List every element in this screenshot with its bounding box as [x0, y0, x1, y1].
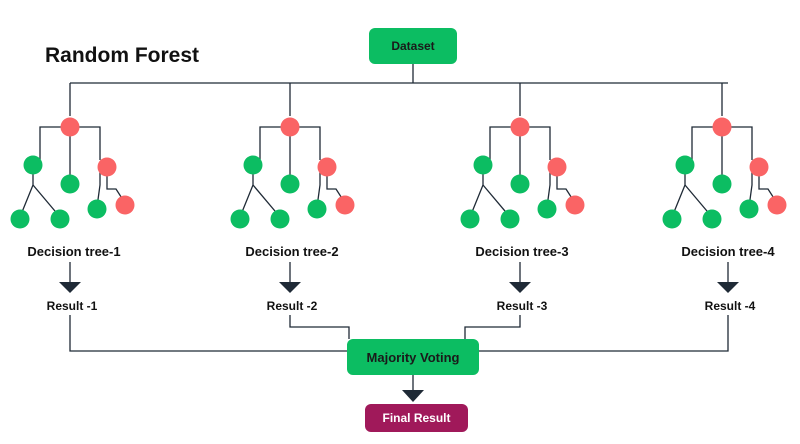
tree-4-leaf-node-7: [739, 199, 759, 219]
tree-2-edge-1: [259, 126, 286, 165]
arrow-head-3: [509, 282, 531, 293]
connector-result-1: [69, 315, 347, 352]
tree-2-edge-3: [294, 126, 321, 160]
tree-1-edge-1: [39, 126, 66, 165]
tree-1-node-3: [60, 174, 80, 194]
tree-1-node-2: [23, 155, 43, 175]
tree-4-node-2: [675, 155, 695, 175]
tree-3-node-2: [473, 155, 493, 175]
tree-1-node-4: [97, 157, 117, 177]
tree-label-2: Decision tree-2: [245, 244, 339, 259]
tree-3-leaf-node-7: [537, 199, 557, 219]
tree-2-node-2: [243, 155, 263, 175]
dataset-box: Dataset: [369, 28, 457, 64]
diagram-title: Random Forest: [45, 44, 200, 67]
final-result-box: Final Result: [365, 404, 468, 432]
tree-1-leaf-node-5: [10, 209, 30, 229]
tree-3-leaf-node-6: [500, 209, 520, 229]
tree-label-3: Decision tree-3: [475, 244, 569, 259]
tree-3-edge-3: [524, 126, 551, 160]
tree-label-1: Decision tree-1: [27, 244, 121, 259]
tree-2-node-3: [280, 174, 300, 194]
tree-2-leaf-node-8: [335, 195, 355, 215]
result-label-3: Result -3: [496, 299, 548, 313]
tree-4-leaf-node-8: [767, 195, 787, 215]
tree-3-node-3: [510, 174, 530, 194]
arrow-head-final: [402, 390, 424, 402]
connector-result-3: [464, 315, 521, 339]
tree-2-root-node-1: [280, 117, 300, 137]
tree-4-leaf-node-5: [662, 209, 682, 229]
tree-1-leaf-node-7: [87, 199, 107, 219]
connector-result-2: [289, 315, 350, 339]
tree-4-leaf-node-6: [702, 209, 722, 229]
tree-2-edge-7: [326, 167, 346, 204]
arrow-head-2: [279, 282, 301, 293]
tree-label-4: Decision tree-4: [681, 244, 775, 259]
tree-2-leaf-node-6: [270, 209, 290, 229]
tree-1-leaf-node-6: [50, 209, 70, 229]
tree-4-node-3: [712, 174, 732, 194]
tree-1-edge-3: [74, 126, 101, 160]
tree-2-leaf-node-5: [230, 209, 250, 229]
tree-2-node-4: [317, 157, 337, 177]
arrow-head-1: [59, 282, 81, 293]
tree-2-leaf-node-7: [307, 199, 327, 219]
arrow-head-4: [717, 282, 739, 293]
result-label-4: Result -4: [704, 299, 756, 313]
connector-result-4: [479, 315, 729, 352]
tree-3-leaf-node-8: [565, 195, 585, 215]
result-label-1: Result -1: [46, 299, 98, 313]
tree-1-root-node-1: [60, 117, 80, 137]
tree-3-node-4: [547, 157, 567, 177]
tree-4-node-4: [749, 157, 769, 177]
result-label-2: Result -2: [266, 299, 318, 313]
tree-3-leaf-node-5: [460, 209, 480, 229]
tree-1-leaf-node-8: [115, 195, 135, 215]
tree-4-edge-7: [758, 167, 778, 204]
tree-4-edge-3: [726, 126, 753, 160]
tree-4-root-node-1: [712, 117, 732, 137]
majority-voting-box: Majority Voting: [347, 339, 479, 375]
tree-1-edge-7: [106, 167, 126, 204]
tree-3-root-node-1: [510, 117, 530, 137]
tree-3-edge-7: [556, 167, 576, 204]
tree-4-edge-1: [691, 126, 718, 165]
tree-3-edge-1: [489, 126, 516, 165]
